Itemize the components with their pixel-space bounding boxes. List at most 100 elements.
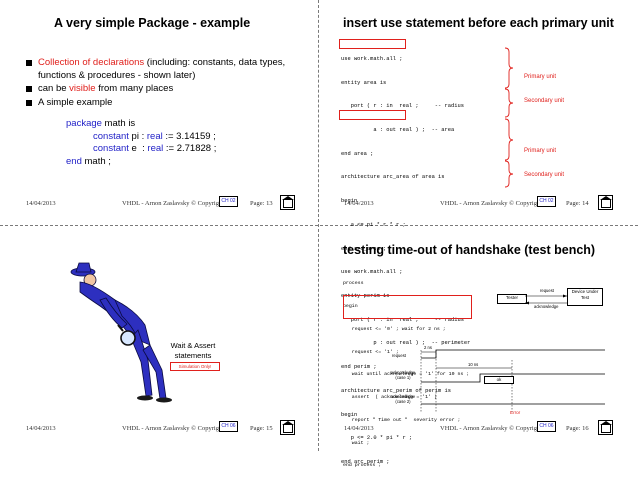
keyword: package — [66, 118, 102, 129]
keyword: real — [146, 130, 163, 142]
footer-date: 14/04/2013 — [344, 200, 374, 207]
wait-assert-label: Wait & Assert statements — [170, 341, 216, 360]
footer-page: Page: 13 — [250, 200, 273, 207]
code-text: pi : — [128, 130, 147, 142]
use-highlight-box — [339, 39, 406, 49]
time-10ns-label: 10 ns — [468, 362, 479, 367]
wait-assert-highlight-box — [343, 295, 472, 319]
ack-case1-label: acknowledge (case 1) — [390, 370, 416, 380]
code-line: architecture arc_perim of perim is — [341, 387, 451, 394]
code-line: process — [343, 281, 364, 287]
unit-label: Primary unit — [524, 148, 557, 154]
code-line: package math is — [66, 118, 216, 131]
chapter-chip: CH 02 — [219, 196, 238, 207]
logo-icon — [598, 420, 613, 435]
code-line: a : out real ) ; -- area — [341, 126, 455, 133]
request-wave-label: request — [392, 353, 406, 358]
dut-box: Device Under Test — [567, 288, 603, 306]
code-line: p : out real ) ; -- perimeter — [341, 340, 471, 347]
logo-icon — [280, 420, 295, 435]
slide-title: insert use statement before each primary… — [343, 16, 614, 30]
code-line: request <= '1' ; — [343, 349, 399, 355]
code-line: end math ; — [66, 156, 216, 169]
code-line: assert ( acknowledge = '1' ) — [343, 395, 437, 401]
code-text: := 2.71828 ; — [163, 143, 217, 154]
footer-page: Page: 16 — [566, 425, 589, 432]
footer-credit: VHDL - Arnon Zaslavsky © Copyright — [122, 200, 225, 207]
keyword: constant — [93, 130, 129, 142]
footer-date: 14/04/2013 — [26, 425, 56, 432]
tester-box: Tester — [497, 294, 527, 304]
bullet-item: A simple example — [24, 97, 294, 110]
acknowledge-arrow-label: acknowledge — [534, 304, 559, 309]
divider-horizontal — [0, 225, 638, 226]
code-line: port ( r : in real ; -- radius — [341, 103, 464, 110]
code-line: begin — [341, 411, 358, 418]
keyword: end — [66, 155, 82, 167]
code-text: := 3.14159 ; — [162, 130, 216, 142]
bullet-text-highlight: Collection of declarations — [38, 57, 145, 68]
bullet-text: (including: constants, data types, funct… — [38, 57, 286, 81]
keyword: constant — [93, 143, 129, 154]
logo-icon — [598, 195, 613, 210]
code-line: architecture arc_area of area is — [341, 174, 445, 181]
code-text: e : — [128, 143, 148, 154]
time-2ns-label: 2 ns — [424, 345, 432, 350]
code-line: end perim ; — [341, 364, 377, 371]
code-line: report " Time out " severity error ; — [343, 417, 461, 423]
chapter-chip: CH 06 — [537, 421, 556, 432]
code-line: request <= '0' ; wait for 2 ns ; — [343, 326, 446, 332]
unit-label: Secondary unit — [524, 98, 565, 104]
footer-page: Page: 14 — [566, 200, 589, 207]
slide-title: testing time-out of handshake (test benc… — [343, 243, 596, 257]
code-line: constant pi : real := 3.14159 ; — [66, 131, 216, 144]
bullet-square-icon — [26, 86, 32, 92]
bullet-item: can be visible from many places — [24, 83, 294, 96]
error-marker: Error — [510, 410, 521, 415]
footer-page: Page: 15 — [250, 425, 273, 432]
bullet-item: Collection of declarations (including: c… — [24, 57, 294, 82]
footer-credit: VHDL - Arnon Zaslavsky © Copyright — [440, 200, 543, 207]
footer-date: 14/04/2013 — [344, 425, 374, 432]
code-line: port ( r : in real ; -- radius — [341, 316, 464, 323]
code-line: entity area is — [341, 79, 387, 86]
code-line: a <= pi * r * r ; — [341, 221, 406, 228]
code-line: use work.math.all ; — [341, 269, 403, 276]
slide-title: A very simple Package - example — [54, 16, 251, 30]
bullet-square-icon — [26, 99, 32, 106]
code-line: p <= 2.0 * pi * r ; — [341, 435, 413, 442]
unit-label: Primary unit — [524, 74, 557, 80]
chapter-chip: CH 06 — [219, 421, 238, 432]
ack-case2-label: acknowledge (case 2) — [390, 394, 416, 404]
bullet-text: A simple example — [38, 96, 113, 108]
footer-credit: VHDL - Arnon Zaslavsky © Copyright — [122, 425, 225, 432]
logo-icon — [280, 195, 295, 210]
package-code: package math is constant pi : real := 3.… — [66, 118, 216, 168]
simulation-only-note: Simulation Only! — [170, 362, 220, 371]
code-line: end process ; — [343, 463, 382, 469]
code-line: begin — [341, 198, 358, 205]
code-line: wait ; — [343, 440, 370, 446]
code-text: math is — [101, 118, 136, 129]
code-line: use work.math.all ; — [341, 55, 403, 62]
chapter-chip: CH 02 — [537, 196, 556, 207]
keyword: real — [147, 143, 164, 154]
code-line: begin — [343, 303, 358, 309]
use-highlight-box — [339, 110, 406, 120]
ok-marker: ok — [484, 376, 514, 384]
code-line: constant e : real := 2.71828 ; — [66, 143, 216, 156]
bullet-square-icon — [26, 60, 32, 66]
code-text: math ; — [81, 155, 111, 167]
footer-credit: VHDL - Arnon Zaslavsky © Copyright — [440, 425, 543, 432]
unit-label: Secondary unit — [524, 172, 565, 178]
bullet-text: from many places — [95, 83, 174, 94]
code-line: end arc_area ; — [341, 245, 387, 252]
footer-date: 14/04/2013 — [26, 200, 56, 207]
bullet-text-highlight: visible — [69, 83, 96, 94]
code-line: entity perim is — [341, 293, 390, 299]
request-arrow-label: request — [540, 288, 554, 293]
divider-vertical — [318, 0, 319, 451]
bullet-text: can be — [38, 83, 70, 94]
bullet-list: Collection of declarations (including: c… — [24, 57, 294, 110]
code-line: end area ; — [341, 150, 374, 157]
